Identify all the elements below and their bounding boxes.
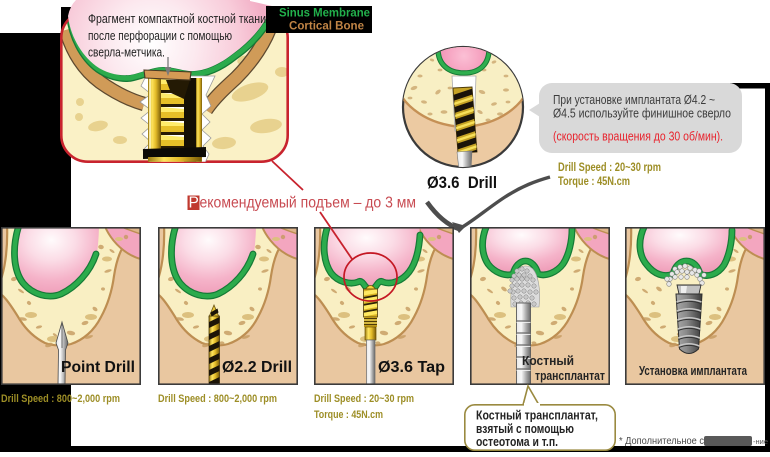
- svg-text:Point Drill: Point Drill: [61, 359, 135, 376]
- svg-text:трансплантат: трансплантат: [535, 369, 605, 383]
- svg-text:Костный трансплантат,: Костный трансплантат,: [476, 409, 598, 423]
- svg-text:Ø2.2 Drill: Ø2.2 Drill: [222, 359, 292, 376]
- svg-text:Р: Р: [189, 195, 199, 212]
- svg-text:сверла-метчика.: сверла-метчика.: [88, 45, 165, 60]
- svg-text:после перфорации с помощью: после перфорации с помощью: [88, 28, 232, 43]
- svg-text:Drill Speed : 800~2,000 rpm: Drill Speed : 800~2,000 rpm: [1, 393, 120, 405]
- svg-text:(скорость вращения до 30 об/ми: (скорость вращения до 30 об/мин).: [553, 129, 723, 144]
- svg-text:остеотома и т.п.: остеотома и т.п.: [476, 435, 558, 449]
- svg-text:Drill Speed : 800~2,000 rpm: Drill Speed : 800~2,000 rpm: [158, 393, 277, 405]
- svg-text:Костный: Костный: [522, 354, 574, 368]
- svg-text:екомендуемый подъем – до 3 мм: екомендуемый подъем – до 3 мм: [200, 195, 417, 212]
- svg-text:Sinus Membrane: Sinus Membrane: [279, 6, 370, 20]
- svg-text:взятый с помощью: взятый с помощью: [476, 422, 574, 436]
- svg-text:Cortical Bone: Cortical Bone: [289, 19, 364, 33]
- svg-text:Drill Speed : 20~30 rpm: Drill Speed : 20~30 rpm: [314, 393, 414, 405]
- svg-text:Ø4.5 используйте финишное свер: Ø4.5 используйте финишное сверло: [553, 106, 731, 121]
- svg-text:При установке имплантата Ø4.2: При установке имплантата Ø4.2 ~: [553, 92, 715, 107]
- svg-text:Torque : 45N.cm: Torque : 45N.cm: [314, 409, 383, 421]
- svg-text:Torque : 45N.cm: Torque : 45N.cm: [558, 174, 630, 188]
- svg-text:Установка имплантата: Установка имплантата: [639, 364, 748, 378]
- svg-text:Ø3.6 Drill: Ø3.6 Drill: [427, 174, 497, 192]
- svg-text:-ние: -ние: [753, 437, 768, 446]
- svg-text:Ø3.6 Tap: Ø3.6 Tap: [378, 359, 445, 376]
- svg-text:Фрагмент компактной костной тк: Фрагмент компактной костной ткани: [88, 11, 266, 26]
- svg-text:Drill Speed : 20~30 rpm: Drill Speed : 20~30 rpm: [558, 160, 661, 174]
- svg-text:* Дополнительное с: * Дополнительное с: [619, 435, 704, 447]
